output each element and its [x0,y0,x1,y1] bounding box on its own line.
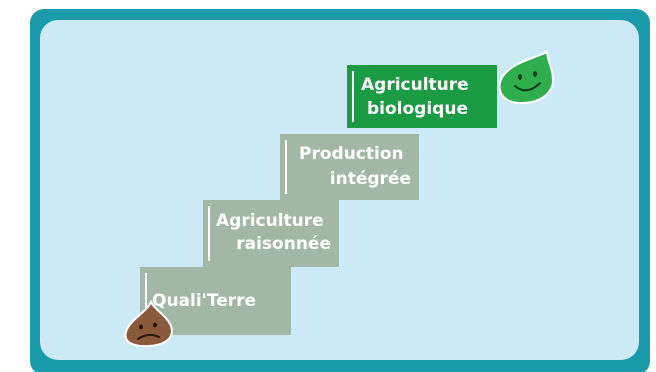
drop-eye-left [518,74,522,80]
step-agriculture-biologique: Agriculture biologique [347,65,497,128]
step-edge-line [285,140,287,194]
step-production-integree: Production intégrée [280,134,419,200]
step-label-line-1: Agriculture [216,211,324,231]
drop-body [124,300,173,348]
happy-green-drop-icon [498,50,555,105]
step-label-line-1: Agriculture [361,75,469,95]
drop-body [498,50,555,105]
step-label-line-1: Production [299,144,404,164]
step-edge-line [352,71,354,122]
drop-smile [514,82,541,92]
step-label: Quali'Terre [152,291,257,311]
drop-frown [137,333,160,340]
step-agriculture-raisonnee: Agriculture raisonnée [203,200,339,267]
step-label-line-2: raisonnée [236,234,331,254]
step-edge-line [208,206,210,261]
drop-eye-right [533,71,537,77]
drop-eye-left [139,324,143,330]
sad-brown-drop-icon [124,300,173,348]
drop-eye-right [153,322,157,328]
step-label-line-2: intégrée [329,169,411,189]
step-label-line-2: biologique [367,99,468,119]
step-edge-line [145,273,147,329]
